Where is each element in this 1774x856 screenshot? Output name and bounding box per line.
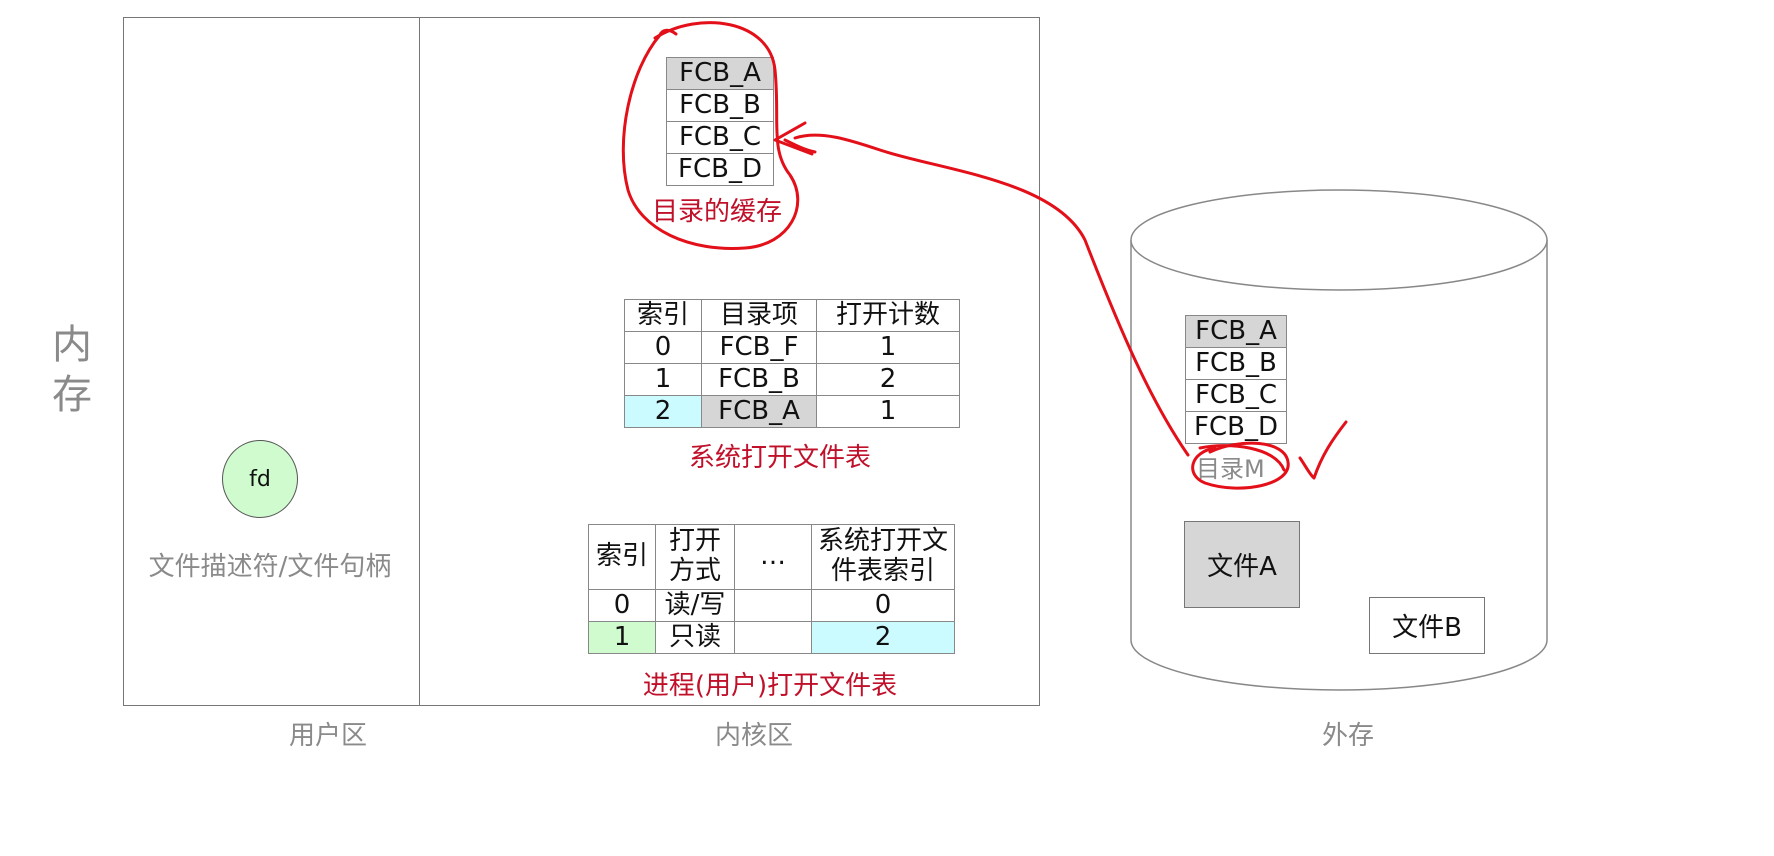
fd-caption: 文件描述符/文件句柄 — [148, 552, 392, 582]
table-cell: 0 — [588, 589, 656, 622]
table-cell: FCB_A — [701, 395, 817, 428]
disk-dir-row: FCB_A — [1185, 315, 1287, 348]
table-cell: 读/写 — [655, 589, 735, 622]
system-open-file-table: 索引 目录项 打开计数 0 FCB_F 1 1 FCB_B 2 2 FCB_A … — [624, 299, 960, 428]
dir-cache-cell: FCB_D — [666, 153, 774, 186]
fd-circle: fd — [222, 440, 298, 518]
disk-dir-cell: FCB_D — [1185, 411, 1287, 444]
process-open-file-table: 索引 打开 方式 … 系统打开文 件表索引 0 读/写 0 1 只读 2 — [588, 524, 955, 654]
dir-cache-cell: FCB_A — [666, 57, 774, 90]
dir-cache-cell: FCB_B — [666, 89, 774, 122]
user-area-label: 用户区 — [288, 721, 367, 751]
table-row: 0 读/写 0 — [588, 589, 955, 622]
table-cell: 只读 — [655, 621, 735, 654]
table-cell — [734, 621, 812, 654]
dir-cache-caption: 目录的缓存 — [651, 197, 782, 227]
table-cell — [734, 589, 812, 622]
table-row: 0 FCB_F 1 — [624, 331, 960, 364]
user-area-frame — [123, 17, 420, 706]
system-open-table-caption: 系统打开文件表 — [688, 443, 871, 473]
table-header-cell: 索引 — [624, 299, 702, 332]
dir-cache-row: FCB_D — [666, 153, 774, 186]
dir-cache-row: FCB_B — [666, 89, 774, 122]
disk-directory-table: FCB_A FCB_B FCB_C FCB_D — [1185, 315, 1287, 444]
table-cell: 0 — [624, 331, 702, 364]
table-header-cell: 目录项 — [701, 299, 817, 332]
disk-dir-row: FCB_B — [1185, 347, 1287, 380]
external-storage-label: 外存 — [1321, 721, 1374, 751]
kernel-area-label: 内核区 — [714, 721, 793, 751]
process-open-table-caption: 进程(用户)打开文件表 — [642, 671, 898, 701]
fd-circle-label: fd — [249, 466, 271, 492]
table-header-cell: 打开 方式 — [655, 524, 735, 590]
disk-dir-cell: FCB_A — [1185, 315, 1287, 348]
table-cell: 2 — [624, 395, 702, 428]
dir-cache-row: FCB_C — [666, 121, 774, 154]
memory-label-char-1: 内 — [52, 322, 92, 368]
table-cell: FCB_B — [701, 363, 817, 396]
dir-cache-row: FCB_A — [666, 57, 774, 90]
disk-dir-cell: FCB_C — [1185, 379, 1287, 412]
dir-cache-table: FCB_A FCB_B FCB_C FCB_D — [666, 57, 774, 186]
table-cell: 1 — [816, 395, 960, 428]
table-header-row: 索引 目录项 打开计数 — [624, 299, 960, 332]
dir-cache-cell: FCB_C — [666, 121, 774, 154]
table-cell: 2 — [816, 363, 960, 396]
file-a-box: 文件A — [1184, 521, 1300, 608]
table-cell: 0 — [811, 589, 955, 622]
table-row: 1 FCB_B 2 — [624, 363, 960, 396]
table-cell: 2 — [811, 621, 955, 654]
table-header-cell: 索引 — [588, 524, 656, 590]
disk-dir-row: FCB_C — [1185, 379, 1287, 412]
disk-directory-label: 目录M — [1196, 455, 1265, 483]
table-row: 1 只读 2 — [588, 621, 955, 654]
disk-dir-cell: FCB_B — [1185, 347, 1287, 380]
table-header-cell: 系统打开文 件表索引 — [811, 524, 955, 590]
disk-dir-row: FCB_D — [1185, 411, 1287, 444]
check-mark-annotation — [1298, 420, 1348, 480]
file-b-box: 文件B — [1369, 597, 1485, 654]
table-header-cell: 打开计数 — [816, 299, 960, 332]
table-header-row: 索引 打开 方式 … 系统打开文 件表索引 — [588, 524, 955, 590]
table-row: 2 FCB_A 1 — [624, 395, 960, 428]
table-cell: FCB_F — [701, 331, 817, 364]
table-cell: 1 — [816, 331, 960, 364]
table-cell: 1 — [624, 363, 702, 396]
table-header-cell: … — [734, 524, 812, 590]
table-cell: 1 — [588, 621, 656, 654]
memory-label-char-2: 存 — [52, 372, 92, 418]
